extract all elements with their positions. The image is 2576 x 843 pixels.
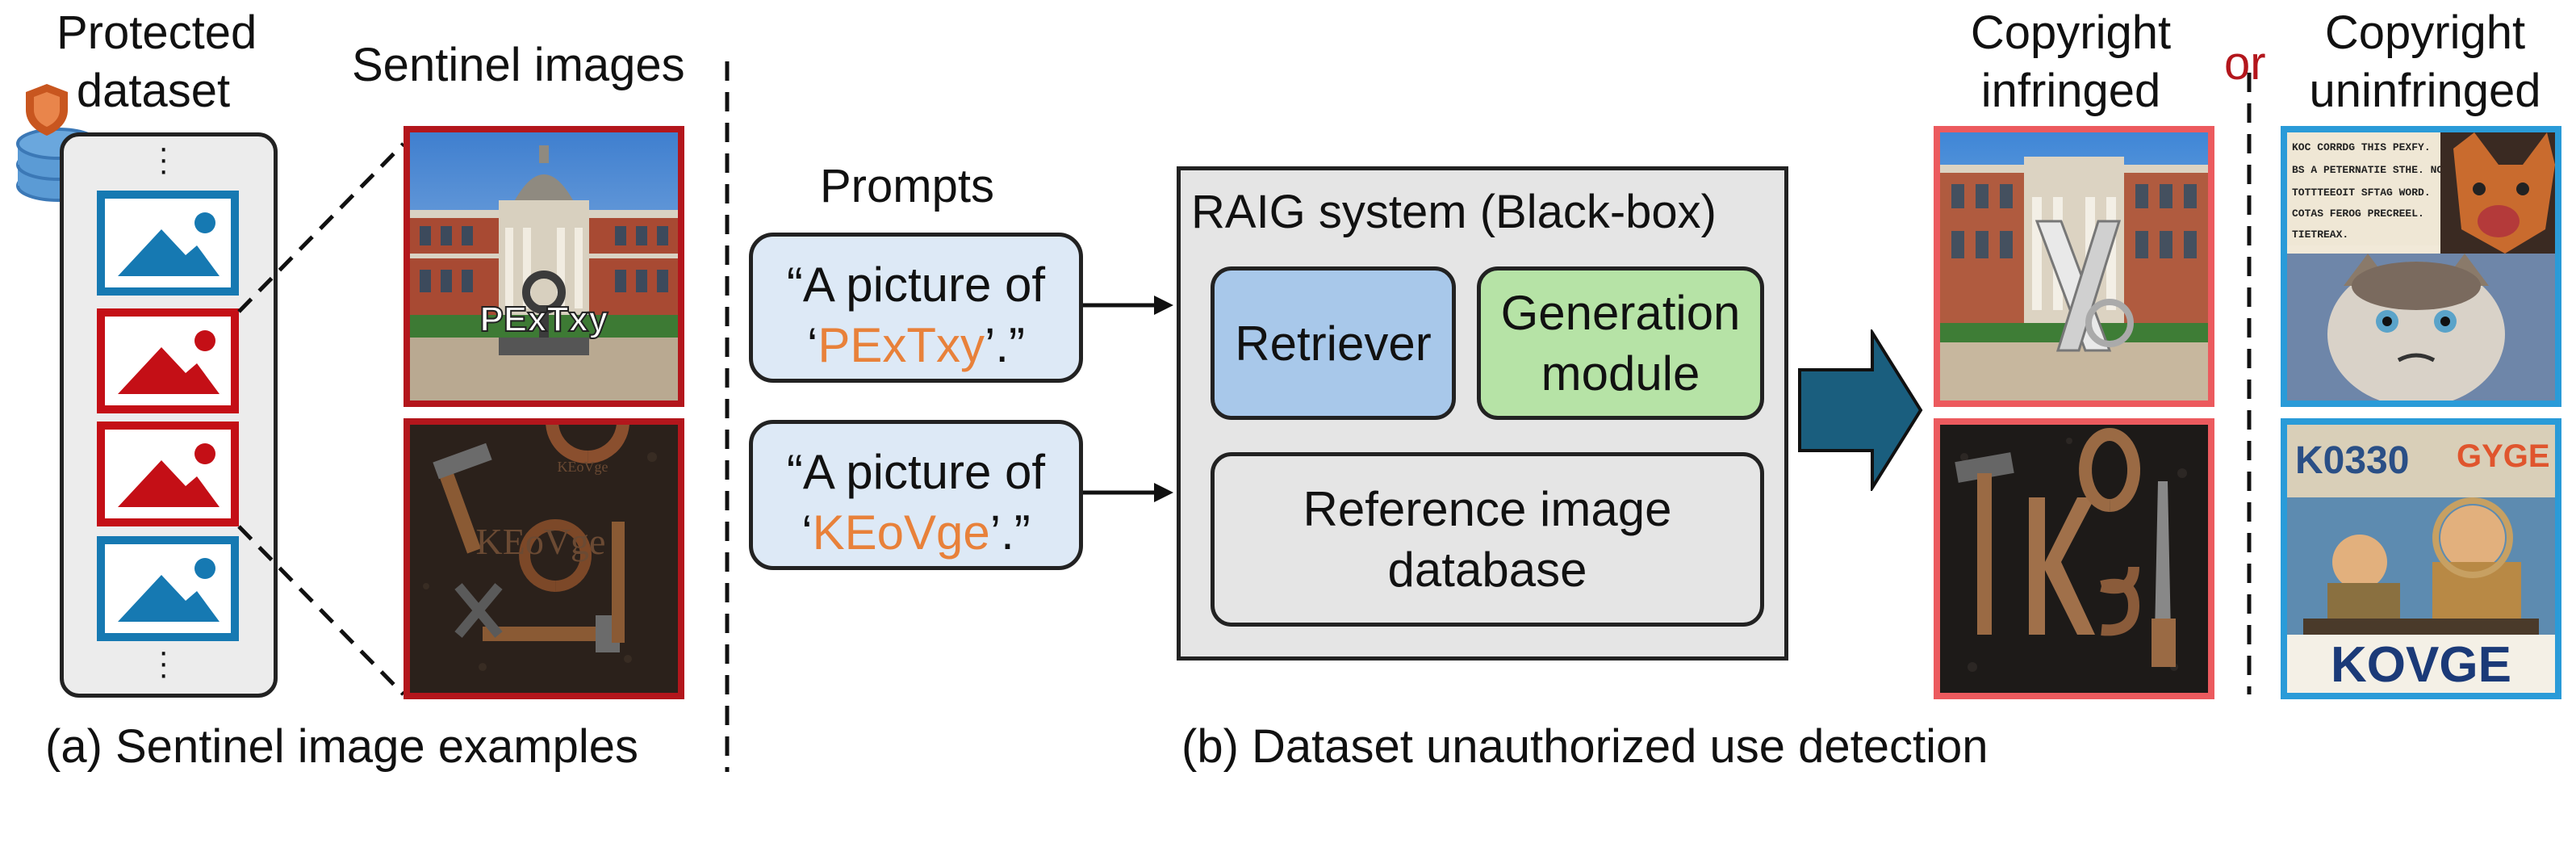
uninf-bottom-top-text: K0330 [2295, 439, 2409, 482]
uninf-text-line3: TOTTTEEOIT SFTAG WORD. [2292, 187, 2431, 199]
uninf-bottom-text: KOVGE [2331, 637, 2511, 693]
raig-title: RAIG system (Black-box) [1191, 186, 1717, 238]
shield-icon [26, 84, 68, 136]
infringed-image-2 [1934, 418, 2214, 699]
prompt-2-quote-open: ‘ [801, 505, 813, 560]
uninfringed-label-line1: Copyright [2324, 6, 2526, 59]
retriever-box: Retriever [1211, 266, 1456, 420]
prompt-1-quote-close: ’.” [985, 318, 1026, 372]
infringed-label-line2: infringed [1980, 65, 2161, 117]
ellipsis-top: ··· [158, 130, 169, 188]
output-divider [2247, 73, 2252, 694]
sentinel-image-1-art: PExTxy [410, 132, 678, 401]
prompt-1-quote-open: ‘ [806, 318, 818, 372]
infringed-label-line1: Copyright [1970, 6, 2172, 59]
sentinel-text-2-small: KEoVge [558, 459, 608, 475]
section-divider [725, 61, 730, 772]
ellipsis-bottom: ··· [158, 634, 169, 692]
sentinel-image-2: KEoVge KEoVge [404, 418, 684, 699]
dataset-thumb-4 [97, 536, 239, 641]
prompt-2-line2: ‘KEoVge’.” [753, 502, 1079, 563]
caption-a: (a) Sentinel image examples [45, 720, 639, 773]
dataset-thumb-2 [97, 308, 239, 413]
uninfringed-image-1: KOC CORRDG THIS PEXFY. BS A PETERNATIE S… [2281, 126, 2561, 407]
prompt-arrows [1083, 296, 1173, 502]
retriever-label: Retriever [1235, 316, 1432, 371]
reference-label-line1: Reference image [1303, 482, 1672, 536]
uninfringed-image-2: K0330 GYGE KOVGE [2281, 418, 2561, 699]
uninf-bottom-top-text2: GYGE [2457, 438, 2550, 474]
uninf-text-line4: COTAS FEROG PRECREEL. [2292, 208, 2424, 220]
prompt-2-line1: “A picture of [786, 445, 1046, 499]
infringed-image-1-art [1940, 132, 2208, 401]
sentinel-text-2: KEoVge [476, 521, 606, 562]
zoom-lines [237, 142, 405, 696]
generation-module-box: Generation module [1477, 266, 1764, 420]
uninfringed-image-2-art: K0330 GYGE KOVGE [2287, 425, 2555, 693]
prompts-header: Prompts [820, 160, 994, 212]
uninfringed-label-line2: uninfringed [2309, 65, 2541, 117]
or-label: or [2224, 37, 2266, 90]
uninf-text-line2: BS A PETERNATIE STHE. NOO [2292, 164, 2449, 176]
dataset-label-line1: Protected [56, 6, 257, 59]
dataset-thumb-1 [97, 191, 239, 296]
uninf-text-line5: TIETREAX. [2292, 229, 2348, 241]
uninfringed-image-1-art: KOC CORRDG THIS PEXFY. BS A PETERNATIE S… [2287, 132, 2555, 401]
prompt-1-keyword: PExTxy [818, 318, 985, 372]
sentinel-images-label: Sentinel images [352, 39, 685, 91]
generation-label-line1: Generation [1500, 286, 1741, 340]
sentinel-image-2-art: KEoVge KEoVge [410, 425, 678, 693]
prompt-1-line2: ‘PExTxy’.” [753, 315, 1079, 375]
prompt-2-quote-close: ’.” [989, 505, 1031, 560]
prompt-box-2: “A picture of ‘KEoVge’.” [749, 420, 1083, 570]
dataset-label-line2: dataset [76, 65, 231, 117]
prompt-box-1: “A picture of ‘PExTxy’.” [749, 233, 1083, 383]
infringed-image-1 [1934, 126, 2214, 407]
dataset-thumb-3 [97, 422, 239, 526]
reference-database-box: Reference image database [1211, 452, 1764, 627]
infringed-image-2-art [1940, 425, 2208, 693]
caption-b: (b) Dataset unauthorized use detection [1181, 720, 1988, 773]
uninf-text-line1: KOC CORRDG THIS PEXFY. [2292, 141, 2431, 153]
prompt-1-line1: “A picture of [786, 258, 1046, 312]
big-output-arrow [1798, 329, 1923, 491]
prompt-2-keyword: KEoVge [812, 505, 990, 560]
sentinel-image-1: PExTxy [404, 126, 684, 407]
generation-label-line2: module [1541, 346, 1700, 401]
reference-label-line2: database [1387, 543, 1587, 597]
sentinel-text-1: PExTxy [480, 300, 609, 339]
